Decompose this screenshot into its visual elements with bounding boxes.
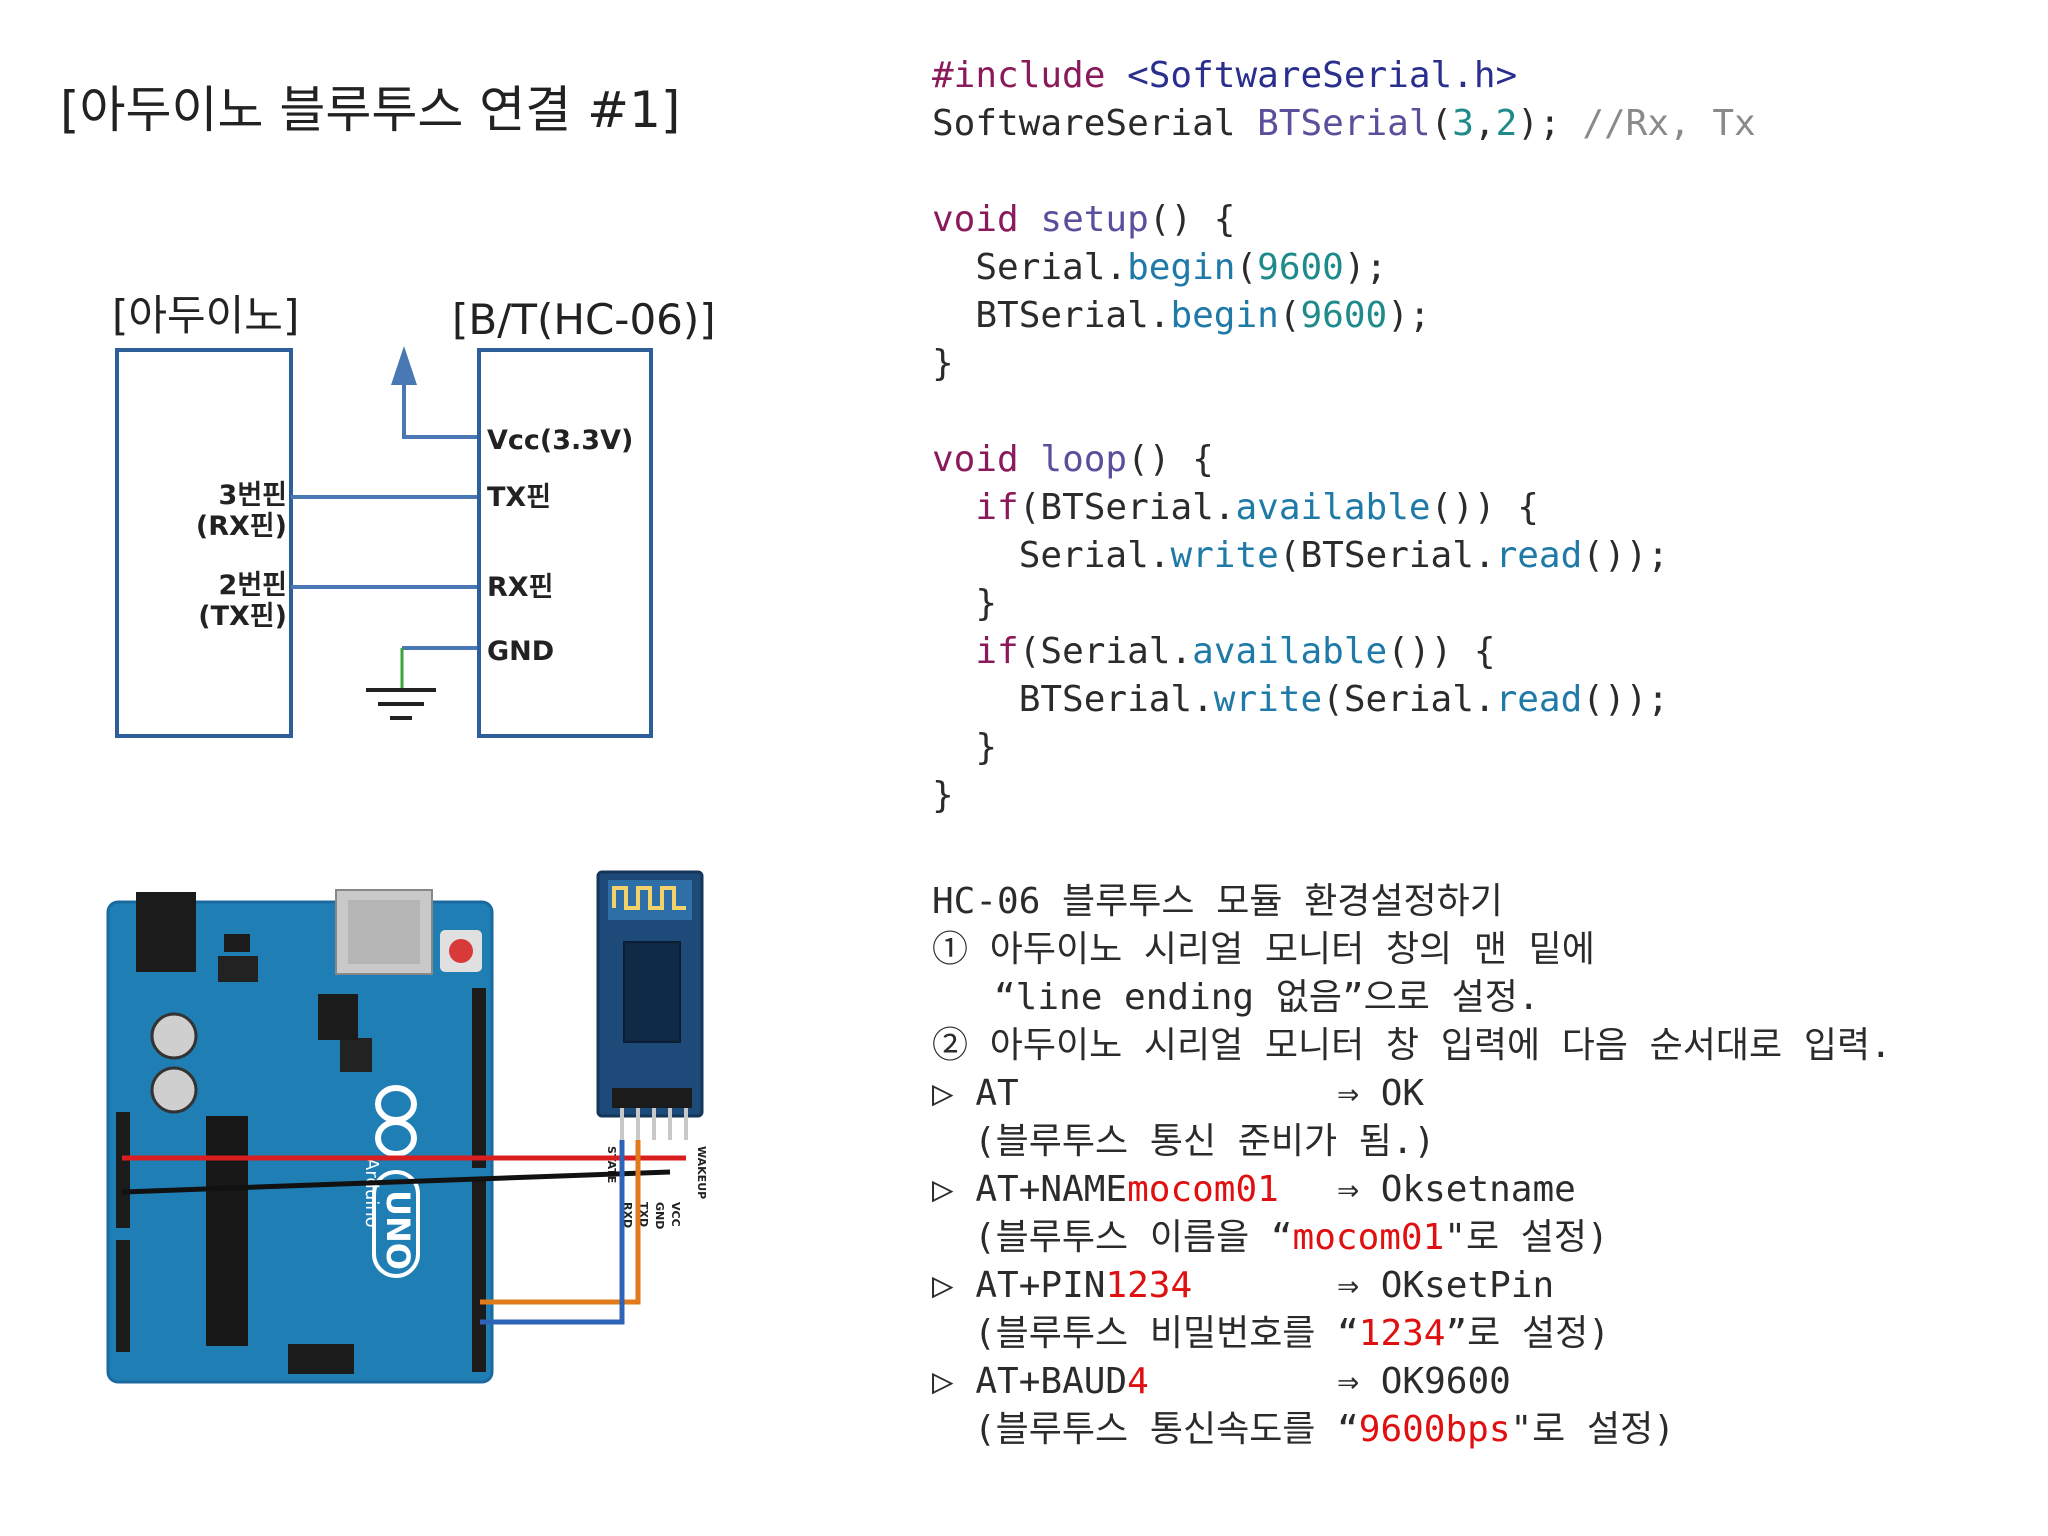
cmd-response: OK — [1380, 1073, 1425, 1114]
rx-wire — [480, 1140, 641, 1305]
capacitor-1 — [150, 1012, 198, 1060]
code-line-include: #include <SoftwareSerial.h> — [932, 55, 1518, 96]
cmd-response: OK9600 — [1380, 1361, 1511, 1402]
left-header-top — [116, 1112, 130, 1228]
triangle-bullet-icon: ▷ — [932, 1361, 954, 1402]
triangle-bullet-icon: ▷ — [932, 1169, 954, 1210]
arrow-icon: ⇒ — [1337, 1265, 1360, 1306]
code-line-if-bt: if(BTSerial.available()) { — [975, 487, 1539, 528]
cmd-text: AT+NAMEmocom01 — [975, 1169, 1279, 1210]
arrow-icon: ⇒ — [1337, 1169, 1360, 1210]
cmd-desc-at: (블루투스 통신 준비가 됨.) — [974, 1121, 1436, 1162]
code-line-if-close: } — [975, 583, 998, 624]
cmd-response: Oksetname — [1380, 1169, 1576, 1210]
code-line-serial-decl: SoftwareSerial BTSerial(3,2); //Rx, Tx — [932, 103, 1756, 144]
hc06-pin-vcc: VCC — [669, 1202, 682, 1227]
arduino-logo-icon — [375, 1085, 417, 1157]
vcc-line — [402, 380, 477, 439]
step2-number-icon: ② — [932, 1025, 969, 1066]
left-header-bottom — [116, 1240, 130, 1352]
cmd-text: AT+BAUD4 — [975, 1361, 1149, 1402]
code-line-setup-close: } — [932, 343, 954, 384]
small-chip — [340, 1038, 372, 1072]
page-title: [아두이노 블루투스 연결 #1] — [60, 81, 681, 139]
arrow-icon: ⇒ — [1337, 1361, 1360, 1402]
hc06-pin-gnd: GND — [653, 1202, 666, 1229]
rx-pin-label: RX핀 — [487, 572, 553, 603]
hc06-config-section: HC-06 블루투스 모듈 환경설정하기 ① 아두이노 시리얼 모니터 창의 맨… — [932, 878, 2044, 1454]
code-line-if-close: } — [975, 727, 998, 768]
code-line-loop: void loop() { — [932, 439, 1214, 480]
triangle-bullet-icon: ▷ — [932, 1265, 954, 1306]
hc06-pin-header — [612, 1088, 692, 1108]
code-line-bt-write: BTSerial.write(Serial.read()); — [1018, 679, 1669, 720]
arrow-icon: ⇒ — [1337, 1073, 1360, 1114]
code-block: #include <SoftwareSerial.h> SoftwareSeria… — [932, 52, 2042, 820]
capacitor-2 — [150, 1066, 198, 1114]
arduino-board — [106, 900, 494, 1384]
arduino-box — [115, 348, 293, 738]
usb-port-inner — [348, 900, 420, 964]
config-step1-detail: “line ending 없음”으로 설정. — [994, 977, 1540, 1018]
wiring-diagram: [아두이노] [B/T(HC-06)] 3번핀 (RX핀) 2번핀 (TX핀) … — [112, 291, 716, 738]
hc06-pins — [620, 1108, 688, 1140]
arduino-board-image: Arduino UNO STATE RXD TXD GND VCC WAKEUP — [106, 870, 708, 1384]
cmd-desc-pin: (블루투스 비밀번호를 “1234”로 설정) — [974, 1313, 1610, 1354]
config-step2: ② 아두이노 시리얼 모니터 창 입력에 다음 순서대로 입력. — [932, 1022, 2044, 1070]
icsp-header-bottom — [288, 1344, 354, 1374]
cmd-row-baud: ▷ AT+BAUD4 ⇒ OK9600 — [932, 1358, 2044, 1406]
cmd-text: AT+PIN1234 — [975, 1265, 1193, 1306]
gnd-wire-photo — [121, 1169, 671, 1195]
bt-module-box — [477, 348, 653, 738]
cmd-row-name: ▷ AT+NAMEmocom01 ⇒ Oksetname — [932, 1166, 2044, 1214]
step1-text: 아두이노 시리얼 모니터 창의 맨 밑에 — [989, 929, 1595, 970]
vcc-pin-label: Vcc(3.3V) — [487, 425, 633, 456]
regulator — [224, 934, 250, 952]
cmd-response: OKsetPin — [1380, 1265, 1555, 1306]
code-line-blank — [932, 388, 2042, 436]
code-line-serial-write: Serial.write(BTSerial.read()); — [1018, 535, 1669, 576]
code-line-setup: void setup() { — [932, 199, 1236, 240]
uno-badge — [372, 1170, 420, 1278]
config-step1: ① 아두이노 시리얼 모니터 창의 맨 밑에 — [932, 926, 2044, 974]
regulator-body — [218, 956, 258, 982]
step2-text: 아두이노 시리얼 모니터 창 입력에 다음 순서대로 입력. — [989, 1025, 1892, 1066]
hc06-chip — [623, 941, 681, 1043]
cmd-text: AT — [975, 1073, 1019, 1114]
ground-icon — [366, 688, 436, 720]
pin2-label: 2번핀 — [219, 570, 287, 601]
code-line-serial-begin: Serial.begin(9600); — [975, 247, 1388, 288]
tx-pin-label: TX핀 — [487, 482, 551, 513]
power-jack — [136, 892, 196, 972]
pin3-sub-label: (RX핀) — [196, 511, 287, 542]
code-line-if-serial: if(Serial.available()) { — [975, 631, 1496, 672]
arduino-label: [아두이노] — [112, 291, 299, 340]
uno-text: UNO — [379, 1190, 417, 1270]
pin3-label: 3번핀 — [219, 480, 287, 511]
code-line-loop-close: } — [932, 775, 954, 816]
triangle-bullet-icon: ▷ — [932, 1073, 954, 1114]
code-line-bt-begin: BTSerial.begin(9600); — [975, 295, 1431, 336]
cmd-row-pin: ▷ AT+PIN1234 ⇒ OKsetPin — [932, 1262, 2044, 1310]
config-heading: HC-06 블루투스 모듈 환경설정하기 — [932, 881, 1503, 922]
cmd-row-at: ▷ AT ⇒ OK — [932, 1070, 2044, 1118]
arduino-brand: Arduino — [361, 1158, 382, 1228]
pin2-sub-label: (TX핀) — [198, 601, 287, 632]
right-header-top — [472, 988, 486, 1168]
right-header-bottom — [472, 1180, 486, 1372]
vcc-arrow-icon — [391, 346, 417, 385]
hc06-pin-state: STATE — [605, 1146, 618, 1183]
icsp-header — [318, 994, 358, 1040]
code-line-blank — [932, 148, 2042, 196]
hc06-antenna-trace — [612, 886, 686, 910]
atmega-chip — [206, 1116, 248, 1346]
cmd-desc-name: (블루투스 이름을 “mocom01"로 설정) — [974, 1217, 1609, 1258]
tx-wire — [480, 1140, 625, 1325]
gnd-pin-label: GND — [487, 636, 554, 667]
step1-number-icon: ① — [932, 929, 969, 970]
reset-button-cap — [449, 939, 473, 963]
bt-module-label: [B/T(HC-06)] — [452, 295, 716, 344]
cmd-desc-baud: (블루투스 통신속도를 “9600bps"로 설정) — [974, 1409, 1675, 1450]
hc06-pin-wakeup: WAKEUP — [695, 1146, 708, 1199]
